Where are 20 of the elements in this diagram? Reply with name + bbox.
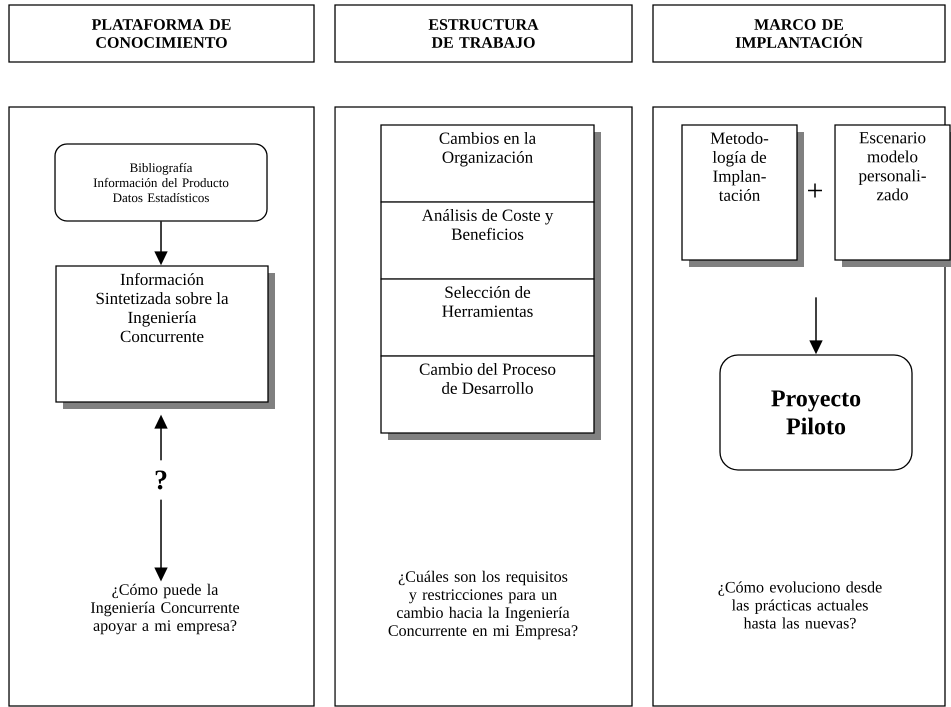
header-box: MARCO DE IMPLANTACIÓN bbox=[652, 4, 946, 63]
list-cell: Cambios en la Organización bbox=[380, 124, 595, 203]
panel-box bbox=[652, 106, 946, 707]
question-mark: ? bbox=[156, 470, 166, 490]
result-box: Proyecto Piloto bbox=[719, 354, 913, 471]
source-box: Bibliografía Información del Producto Datos Estadísticos bbox=[54, 143, 268, 222]
question-text: ¿Cómo evoluciono desde las prácticas actuales hasta las nuevas? bbox=[718, 581, 882, 629]
process-box: Escenario modelo personali- zado bbox=[834, 124, 951, 267]
question-text: ¿Cuáles son los requisitos y restricciones para un cambio hacia la Ingeniería Concurrente en mi Empresa? bbox=[388, 570, 578, 640]
plus-sign: + bbox=[808, 184, 822, 198]
process-box: Información Sintetizada sobre la Ingeniería Concurrente bbox=[55, 265, 275, 409]
panel-box bbox=[334, 106, 633, 707]
process-box: Metodo- logía de Implan- tación bbox=[681, 124, 804, 267]
header-box: ESTRUCTURA DE TRABAJO bbox=[334, 4, 633, 63]
question-text: ¿Cómo puede la Ingeniería Concurrente apoyar a mi empresa? bbox=[90, 584, 240, 634]
list-cell: Cambio del Proceso de Desarrollo bbox=[380, 355, 595, 434]
header-box: PLATAFORMA DE CONOCIMIENTO bbox=[8, 4, 315, 63]
list-cell: Análisis de Coste y Beneficios bbox=[380, 201, 595, 280]
list-cell: Selección de Herramientas bbox=[380, 278, 595, 357]
panel-box bbox=[8, 106, 315, 707]
